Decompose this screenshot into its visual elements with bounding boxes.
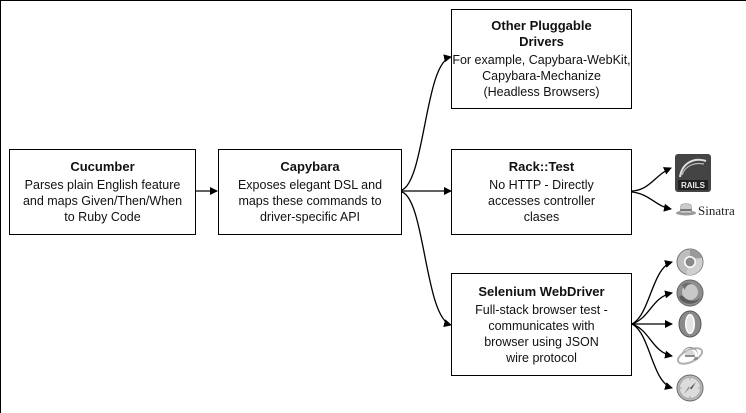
selenium-desc-line: communicates with [488,318,595,333]
rack-test-desc-line: clases [523,210,560,224]
other-drivers-desc-line: For example, Capybara-WebKit, [452,53,631,67]
capybara-desc-line: maps these commands to [238,194,382,208]
rails-logo-icon: RAILS [675,154,711,192]
chrome-icon [676,248,704,276]
firefox-icon [676,279,704,307]
cucumber-box: Cucumber Parses plain English feature an… [9,149,196,235]
rack-test-desc-line: No HTTP - Directly [489,178,594,192]
capybara-box: Capybara Exposes elegant DSL and maps th… [218,149,402,235]
other-drivers-desc-line: (Headless Browsers) [483,85,600,99]
selenium-desc-line: Full-stack browser test - [475,302,608,317]
sinatra-label: Sinatra [698,203,735,218]
internet-explorer-icon [676,347,704,365]
other-drivers-desc-line: Capybara-Mechanize [482,69,601,83]
other-drivers-title: Drivers [519,34,564,49]
capybara-desc-line: driver-specific API [259,210,361,224]
sinatra-hat-icon [676,203,696,216]
other-drivers-title: Other Pluggable [491,18,592,33]
opera-icon [678,310,702,338]
arrow-selenium-to-firefox [631,290,673,325]
cucumber-desc-line: and maps Given/Then/When [22,194,183,208]
selenium-desc-line: browser using JSON [484,334,599,349]
cucumber-title: Cucumber [70,159,135,174]
arrow-rack-to-rails [631,167,672,192]
arrow-rack-to-sinatra [631,191,672,212]
cucumber-desc-line: to Ruby Code [64,210,141,224]
arrow-selenium-to-ie [631,323,673,359]
rack-test-box: Rack::Test No HTTP - Directly accesses c… [451,149,632,235]
cucumber-desc-line: Parses plain English feature [24,178,181,192]
capybara-title: Capybara [280,159,340,174]
arrow-capybara-to-selenium [401,191,452,328]
selenium-title: Selenium WebDriver [478,283,605,299]
rails-logo-text: RAILS [681,181,706,190]
rack-test-title: Rack::Test [508,159,575,174]
arrow-selenium-to-safari [631,323,673,390]
capybara-desc-line: Exposes elegant DSL and [237,178,383,192]
arrow-selenium-to-chrome [631,260,673,325]
safari-icon [676,374,704,402]
arrow-capybara-to-other [401,54,452,191]
other-drivers-box: Other Pluggable Drivers For example, Cap… [451,9,632,109]
selenium-box: Selenium WebDriver Full-stack browser te… [451,273,632,376]
selenium-desc-line: wire protocol [506,350,577,365]
rack-test-desc-line: accesses controller [488,194,595,208]
